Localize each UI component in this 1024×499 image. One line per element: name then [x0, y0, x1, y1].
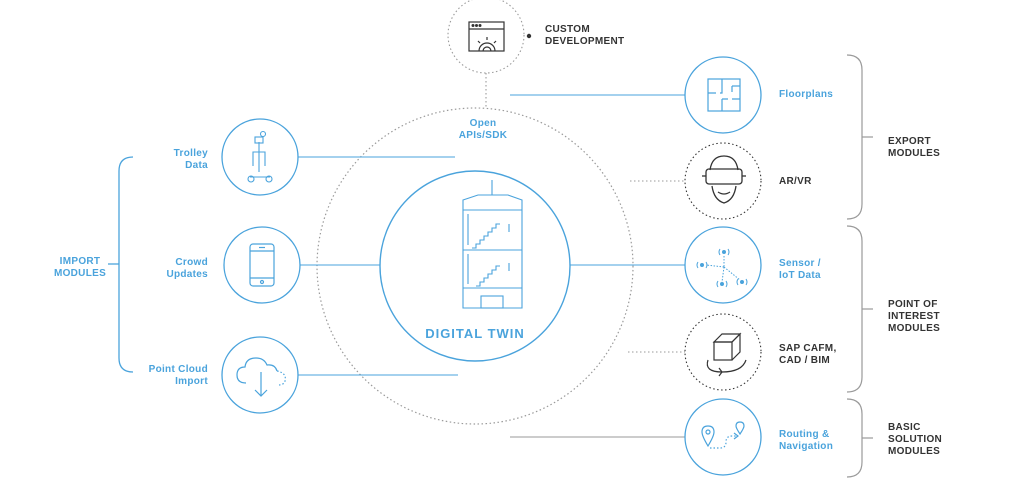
- browser-gear-icon: [468, 21, 505, 52]
- export-label-arvr: AR/VR: [779, 176, 812, 187]
- floorplan-icon: [707, 78, 741, 112]
- export-connectors: [510, 94, 685, 438]
- poi-node-cad: [684, 313, 762, 391]
- import-group-label: IMPORT MODULES: [53, 256, 107, 279]
- digital-twin-title: DIGITAL TWIN: [425, 326, 525, 341]
- import-node-trolley: [221, 118, 299, 196]
- import-connectors: [298, 156, 458, 376]
- open-apis-label: Open APIs/SDK: [458, 118, 508, 141]
- poi-node-sensor: [684, 226, 762, 304]
- custom-dev-dot: [526, 33, 532, 39]
- poi-label-sensor: Sensor / IoT Data: [779, 258, 821, 281]
- import-label-pointcloud: Point Cloud Import: [148, 364, 208, 387]
- import-node-pointcloud: [221, 336, 299, 414]
- basic-group-label: BASIC SOLUTION MODULES: [888, 422, 943, 457]
- basic-bracket: [846, 398, 873, 478]
- basic-label-routing: Routing & Navigation: [779, 429, 834, 452]
- custom-development-node: [447, 0, 525, 74]
- smartphone-icon: [249, 243, 275, 287]
- import-label-trolley: Trolley Data: [173, 148, 208, 171]
- route-pin-icon: [701, 421, 745, 449]
- open-api-ring: [316, 107, 634, 425]
- export-bracket: [846, 54, 873, 220]
- vr-headset-icon: [702, 155, 746, 204]
- poi-group-label: POINT OF INTEREST MODULES: [888, 299, 941, 334]
- export-group-label: EXPORT MODULES: [888, 136, 941, 159]
- poi-bracket: [846, 225, 873, 393]
- trolley-scanner-icon: [247, 130, 273, 183]
- export-node-floorplans: [684, 56, 762, 134]
- custom-development-label: CUSTOM DEVELOPMENT: [545, 24, 625, 47]
- cube-3d-icon: [706, 332, 747, 377]
- export-node-arvr: [684, 142, 762, 220]
- poi-label-cad: SAP CAFM, CAD / BIM: [779, 343, 837, 366]
- export-label-floorplans: Floorplans: [779, 89, 834, 100]
- building-icon: [462, 180, 523, 309]
- import-node-crowd: [223, 226, 301, 304]
- iot-sensor-icon: [696, 248, 748, 288]
- import-bracket: [108, 156, 134, 373]
- basic-node-routing: [684, 398, 762, 476]
- import-label-crowd: Crowd Updates: [166, 257, 208, 280]
- cloud-download-icon: [236, 357, 286, 397]
